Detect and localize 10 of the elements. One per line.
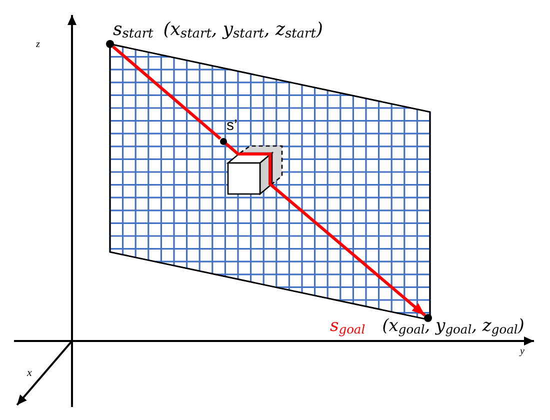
- state-label: s$_{goal}$: [330, 317, 366, 337]
- axis-label: z: [36, 40, 40, 50]
- coordinates-label: (x$_{goal}$, y$_{goal}$, z$_{goal}$): [382, 317, 524, 337]
- state-label: s’: [226, 116, 238, 134]
- path-arrow: [224, 142, 426, 317]
- axis-label: x: [27, 368, 32, 379]
- state-label: s$_{start}$: [113, 20, 154, 41]
- path-line: [112, 45, 222, 140]
- coordinates-label: (x$_{start}$, y$_{start}$, z$_{start}$): [163, 20, 323, 41]
- axis-label: y: [520, 347, 524, 357]
